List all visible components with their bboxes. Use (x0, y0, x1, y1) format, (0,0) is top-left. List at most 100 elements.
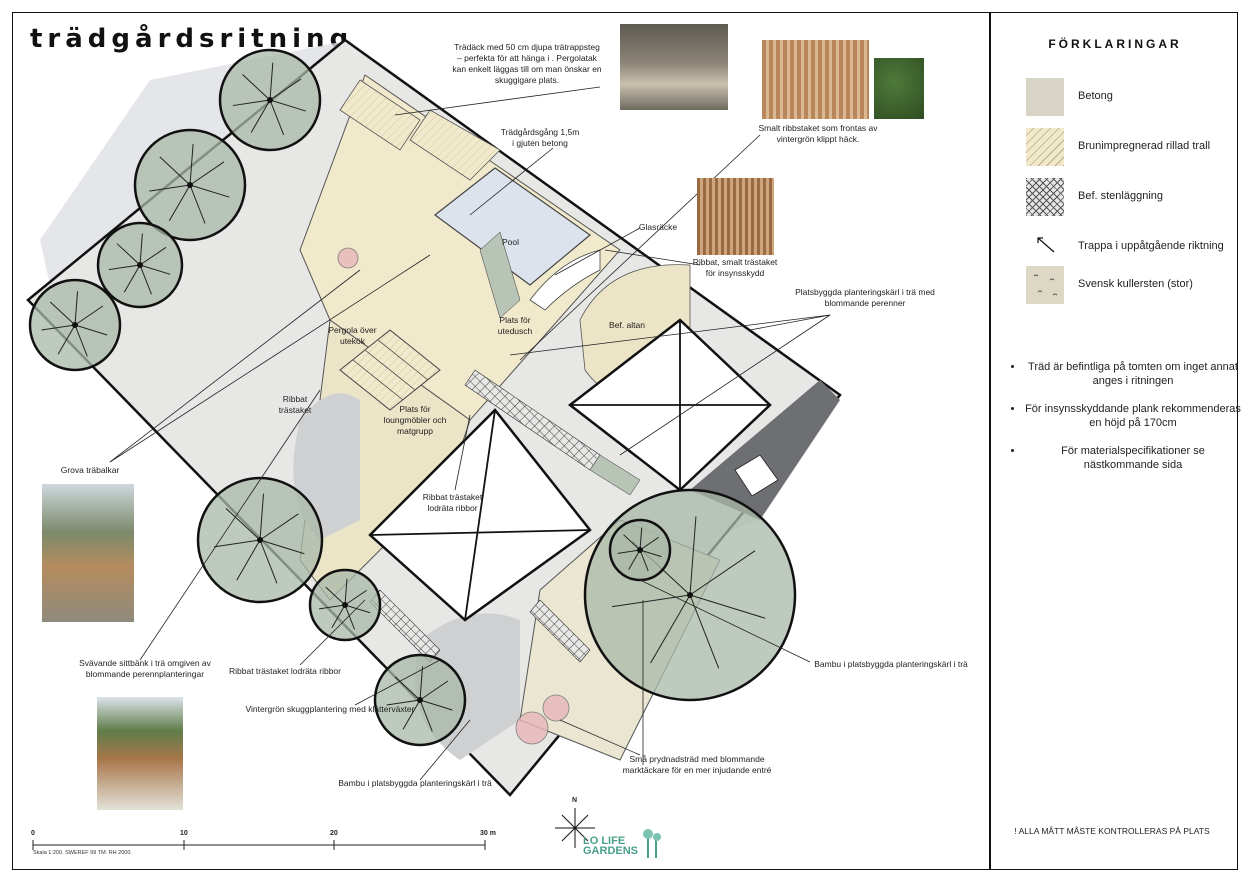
tree-branch (269, 99, 285, 136)
tree-branch (639, 527, 643, 551)
brand-line-1: LO LIFE (583, 835, 626, 847)
garage-footprint (567, 318, 772, 492)
tree-trunk (342, 602, 348, 608)
tree-branch (325, 586, 346, 606)
lounge-label: Plats för loungmöbler och matgrupp (383, 404, 447, 436)
hedge-photo (874, 58, 924, 119)
drawing-frame (12, 12, 1238, 870)
annotation-vertical-fence: Ribbat trästaket lodräta ribbor (422, 492, 483, 513)
tree-branch (139, 233, 143, 266)
leader-lines (109, 86, 831, 781)
legend-item-cobblestone: Svensk kullersten (stor) (1026, 266, 1236, 306)
fence-label: Ribbat trästaket (278, 394, 312, 415)
legend-divider (989, 12, 991, 870)
tree-branch (402, 699, 421, 730)
tree-branch (232, 99, 271, 107)
annotation-bamboo-left: Bambu i platsbyggda planteringskärl i tr… (338, 778, 492, 788)
legend-item-paving: Bef. stenläggning (1026, 178, 1236, 218)
tree-branch (344, 578, 348, 606)
annotation-beams: Grova träbalkar (60, 465, 120, 475)
tree-branch (639, 549, 649, 572)
annotation-rib-fence: Smalt ribbstaket som frontas av vintergr… (758, 123, 878, 144)
ornamental-trees (337, 247, 570, 745)
tree-branch (139, 246, 167, 266)
annotation-planters: Platsbyggda planteringskärl i trä med bl… (795, 287, 935, 308)
tree-branch (74, 305, 104, 326)
privacy-fence-photo (697, 178, 774, 255)
tree-branch (269, 99, 306, 112)
tree-branch (123, 264, 141, 293)
tree-branch (419, 699, 433, 732)
tree-branch (189, 184, 230, 198)
rib-fence-photo (762, 40, 869, 119)
north-arrow-icon (555, 808, 595, 848)
tree-branch (689, 594, 720, 669)
tree-branch (331, 604, 346, 628)
paving-swatch (1026, 178, 1064, 216)
annotation-deck: Trädäck med 50 cm djupa trätrappsteg – p… (452, 42, 602, 85)
tree-branch (269, 78, 302, 101)
tree-branch (41, 324, 76, 331)
tree-branch (259, 513, 299, 541)
shower-label: Plats för utedusch (497, 315, 533, 336)
tree-branch (689, 594, 766, 619)
pergola-label: Pergola över utekök (328, 325, 377, 346)
tree-branch (74, 324, 108, 336)
tree-branch (74, 291, 79, 326)
tree-branch (49, 301, 76, 326)
tree-branch (139, 264, 152, 295)
note-item: För insynsskyddande plank rekommenderas … (1024, 402, 1242, 430)
tree-branch (394, 676, 421, 701)
annotation-privacy-fence: Ribbat, smalt trästaket för insynsskydd (692, 257, 778, 278)
tree-trunk (417, 697, 423, 703)
tree-branch (259, 493, 265, 541)
tree-branch (168, 184, 191, 221)
tree-branch (628, 549, 641, 570)
page-title: trädgårdsritning (30, 24, 354, 54)
tree-branch (689, 550, 756, 596)
tree-branch (139, 264, 171, 275)
tree-branch (623, 534, 641, 551)
tree-trunk (257, 537, 263, 543)
deck-reference-photo (620, 24, 728, 110)
legend-title: FÖRKLARINGAR (1048, 37, 1182, 51)
tree-branch (57, 324, 76, 355)
scale-tick-0: 0 (31, 830, 35, 837)
tree-branch (419, 666, 424, 701)
legend-label: Trappa i uppåtgående riktning (1078, 240, 1224, 252)
notes-list: Träd är befintliga på tomten om inget an… (1008, 360, 1242, 486)
tree-branch (189, 184, 206, 224)
scale-tick-30: 30 m (480, 830, 496, 837)
tree-branch (650, 594, 691, 664)
planter-photo (97, 697, 183, 810)
annotation-bench: Svävande sittbänk i trä omgiven av blomm… (79, 658, 211, 679)
legend-label: Betong (1078, 90, 1113, 102)
pergola (339, 329, 441, 411)
tree-branch (269, 62, 274, 101)
tree-branch (250, 99, 271, 133)
scale-text: Skala 1:200. SWEREF 99 TM. RH 2000. (33, 850, 132, 856)
concrete-swatch (1026, 78, 1064, 116)
existing-trees (28, 48, 797, 747)
tree-branch (344, 604, 371, 614)
altan-label: Bef. altan (609, 320, 645, 330)
scale-bar (32, 840, 486, 850)
tree-branch (419, 699, 453, 711)
tree-branch (108, 264, 141, 271)
tree-trunk (187, 182, 193, 188)
tree-branch (242, 74, 271, 101)
scale-tick-10: 10 (180, 830, 188, 837)
footer-note: ! ALLA MÅTT MÅSTE KONTROLLERAS PÅ PLATS (1014, 826, 1210, 836)
planting-strips (369, 231, 641, 663)
annotation-glass-rail: Glasräcke (638, 222, 678, 232)
tree-branch (116, 243, 141, 266)
tree-branch (159, 156, 191, 186)
annotation-path: Trädgårdsgång 1,5m i gjuten betong (500, 127, 580, 148)
note-item: För materialspecifikationer se nästkomma… (1024, 444, 1242, 472)
note-item: Träd är befintliga på tomten om inget an… (1024, 360, 1242, 388)
tree-trunk (137, 262, 143, 268)
tree-trunk (687, 592, 693, 598)
cobblestone-swatch (1026, 266, 1064, 304)
scale-tick-20: 20 (330, 830, 338, 837)
north-label: N (572, 797, 578, 804)
